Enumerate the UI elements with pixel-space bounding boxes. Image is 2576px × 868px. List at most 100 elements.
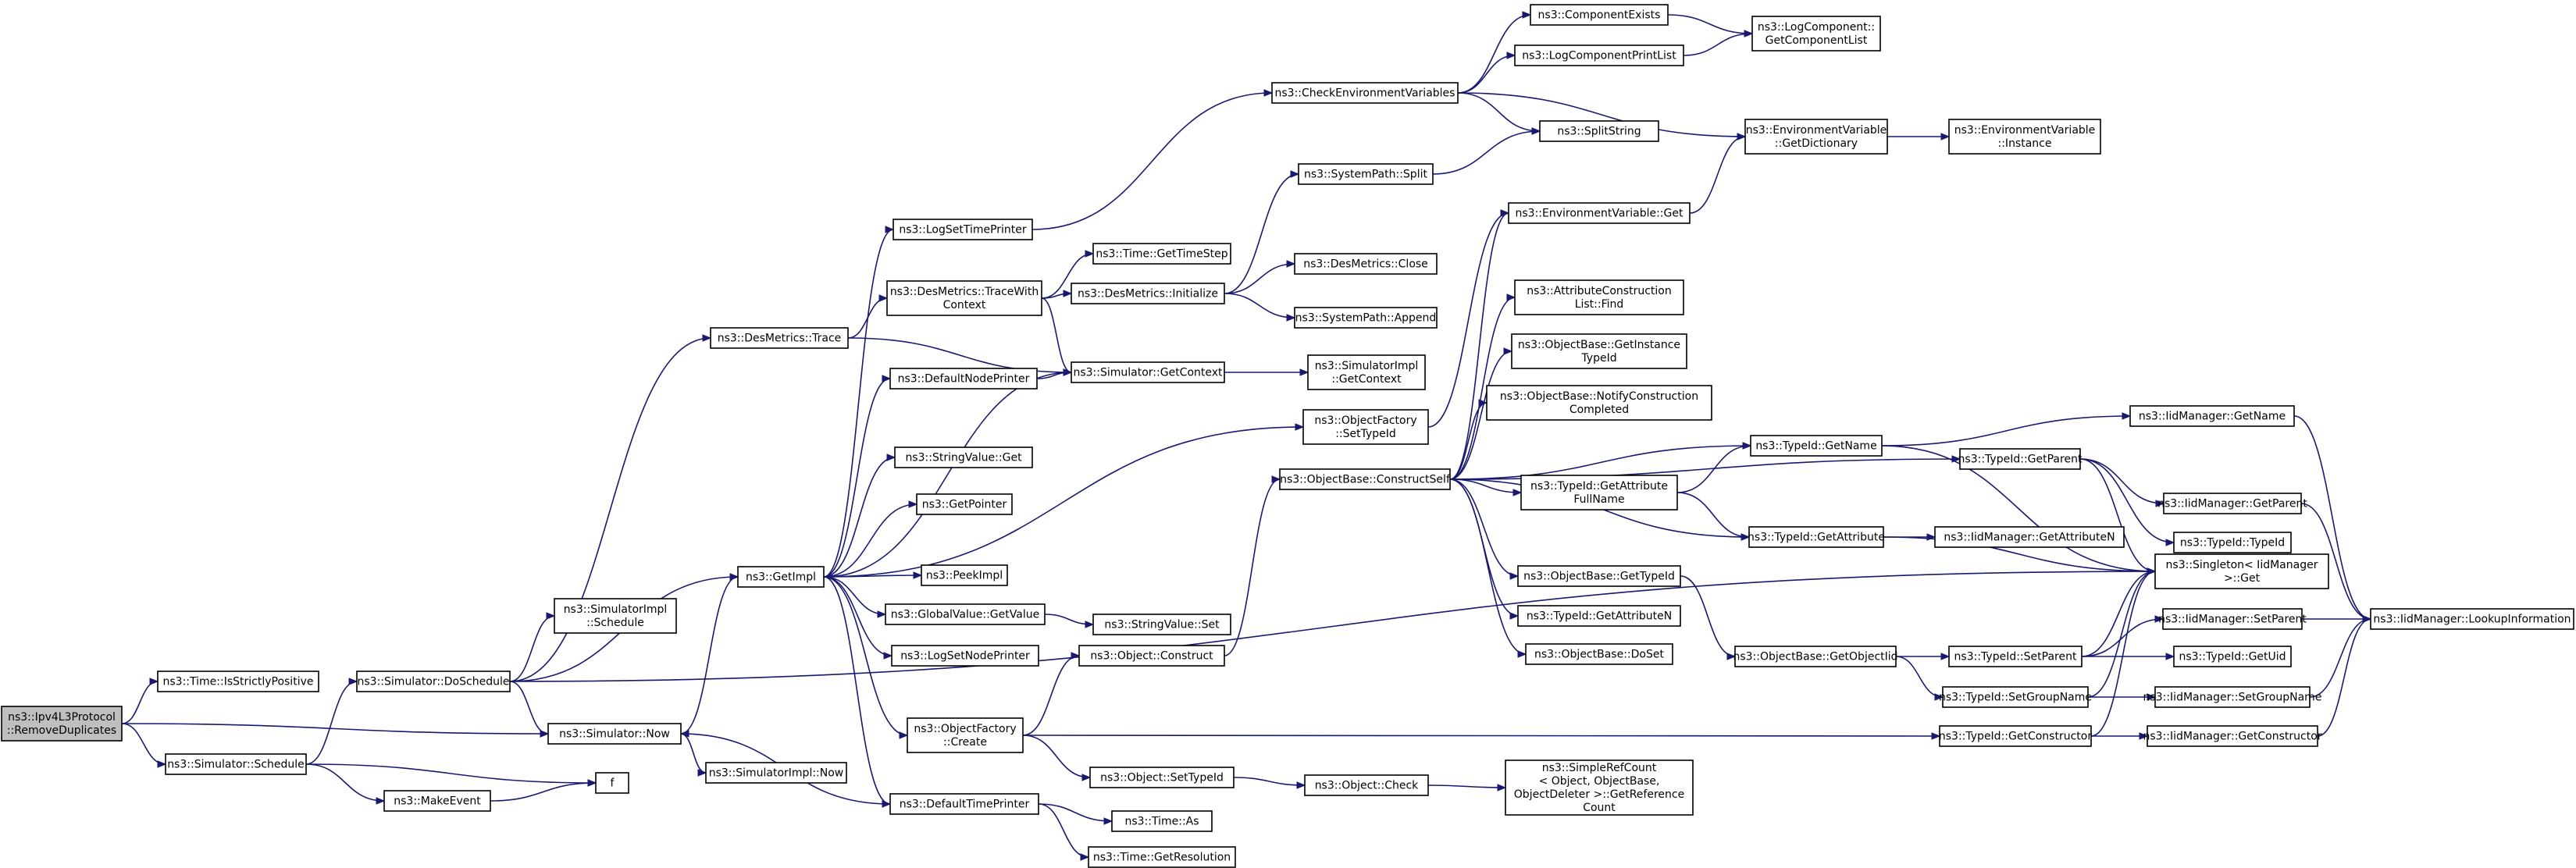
function-node[interactable]: ns3::TypeId::GetConstructor [1939,725,2092,747]
function-node[interactable]: ns3::TypeId::TypeId [2173,532,2292,553]
function-node-label: ::Schedule [586,617,644,629]
function-node[interactable]: ns3::IidManager::GetParent [2157,493,2307,514]
function-node[interactable]: ns3::GetPointer [916,493,1013,515]
function-node[interactable]: ns3::ObjectFactory::Create [907,717,1024,753]
function-node[interactable]: ns3::SystemPath::Split [1298,163,1434,185]
function-node[interactable]: ns3::LogComponent::GetComponentList [1751,16,1881,52]
function-node-label: Count [1583,802,1616,814]
function-node[interactable]: ns3::DefaultNodePrinter [889,368,1038,390]
function-node[interactable]: ns3::Simulator::Now [547,723,682,745]
function-node-label: ns3::GetPointer [922,499,1007,511]
call-edge [2087,693,2157,701]
function-node[interactable]: ns3::Object::SetTypeId [1089,767,1235,788]
function-node[interactable]: ns3::Object::Check [1304,774,1429,796]
function-node[interactable]: ns3::Object::Construct [1078,645,1225,667]
function-node[interactable]: ns3::Ipv4L3Protocol::RemoveDuplicates [1,706,123,742]
function-node[interactable]: ns3::SimpleRefCount< Object, ObjectBase,… [1505,760,1694,816]
function-node[interactable]: ns3::ObjectBase::ConstructSelf [1279,468,1451,490]
function-node[interactable]: ns3::LogComponentPrintList [1514,44,1684,66]
function-node[interactable]: ns3::SystemPath::Append [1294,307,1438,329]
function-node[interactable]: ns3::IidManager::SetParent [2158,608,2307,630]
function-node[interactable]: ns3::Time::GetResolution [1088,846,1236,868]
function-node[interactable]: ns3::DesMetrics::Trace [710,327,849,349]
call-edge [1038,803,1113,825]
function-node-label: ns3::TypeId::SetGroupName [1939,692,2092,704]
function-node[interactable]: ns3::MakeEvent [383,790,491,812]
function-node-label: ::GetContext [1331,373,1402,386]
function-node[interactable]: ns3::ObjectFactory::SetTypeId [1302,409,1429,445]
function-node[interactable]: ns3::EnvironmentVariable::Instance [1948,119,2101,155]
call-edge [2090,567,2157,737]
function-node[interactable]: ns3::Time::IsStrictlyPositive [157,671,319,692]
function-node[interactable]: ns3::SplitString [1539,120,1659,142]
function-node[interactable]: ns3::Simulator::GetContext [1071,361,1225,383]
call-edge [823,423,1305,578]
function-node[interactable]: ns3::SimulatorImpl::GetContext [1307,354,1426,390]
function-node[interactable]: ns3::Time::GetTimeStep [1092,243,1231,265]
function-node[interactable]: ns3::StringValue::Get [894,446,1033,468]
call-edge [1449,347,1513,480]
function-node[interactable]: ns3::TypeId::GetName [1750,435,1883,457]
function-node-label: ns3::TypeId::GetParent [1958,454,2083,466]
function-node[interactable]: ns3::LogSetNodePrinter [891,645,1039,667]
function-node[interactable]: ns3::TypeId::GetUid [2173,646,2292,667]
function-node[interactable]: ns3::Simulator::Schedule [165,753,307,775]
function-node[interactable]: ns3::IidManager::LookupInformation [2370,608,2574,630]
function-node[interactable]: ns3::EnvironmentVariable::GetDictionary [1744,119,1888,155]
function-node[interactable]: ns3::DefaultTimePrinter [889,793,1039,815]
function-node[interactable]: ns3::IidManager::GetAttributeN [1934,526,2125,548]
function-node[interactable]: ns3::ObjectBase::GetTypeId [1517,565,1681,587]
function-node[interactable]: ns3::TypeId::GetAttributeN [1517,605,1681,627]
call-edge [2302,615,2372,623]
function-node[interactable]: ns3::LogSetTimePrinter [893,219,1033,240]
function-node[interactable]: ns3::IidManager::SetGroupName [2143,686,2322,708]
call-edge [2087,567,2157,698]
function-node[interactable]: ns3::Singleton< IidManager >::Get [2154,553,2329,589]
function-node-label: ns3::IidManager::SetParent [2158,614,2307,626]
function-node[interactable]: ns3::EnvironmentVariable::Get [1508,202,1691,224]
function-node[interactable]: ns3::ComponentExists [1530,4,1669,26]
function-node-label: GetComponentList [1765,34,1868,47]
call-edge [680,733,707,777]
function-node[interactable]: ns3::DesMetrics::Close [1294,253,1438,275]
call-edge [1887,133,1951,141]
function-node[interactable]: ns3::Time::As [1111,810,1213,832]
call-edge [1457,11,1532,94]
function-node-label: ns3::TypeId::GetAttribute [1748,532,1885,544]
function-node[interactable]: ns3::Simulator::DoSchedule [356,671,511,692]
function-node-label: ns3::CheckEnvironmentVariables [1275,87,1455,100]
function-node[interactable]: ns3::ObjectBase::GetObjectIid [1733,646,1898,667]
function-node-label: ns3::SimulatorImpl [1315,360,1419,372]
call-edges [121,11,2372,861]
function-node[interactable]: ns3::GlobalValue::GetValue [885,603,1046,625]
function-node[interactable]: ns3::DesMetrics::Initialize [1071,283,1225,304]
function-node[interactable]: ns3::ObjectBase::DoSet [1525,643,1673,665]
function-node[interactable]: ns3::GetImpl [737,566,825,588]
function-node[interactable]: ns3::TypeId::GetParent [1958,448,2083,470]
function-node[interactable]: f [595,772,629,794]
function-node-label: ns3::DesMetrics::Close [1303,258,1428,271]
function-node[interactable]: ns3::StringValue::Set [1092,614,1231,635]
function-node-label: FullName [1573,493,1624,506]
call-edge [490,779,597,802]
function-node[interactable]: ns3::PeekImpl [921,564,1008,586]
call-edge [1022,732,1941,740]
function-node[interactable]: ns3::TypeId::SetParent [1948,646,2083,667]
function-node[interactable]: ns3::SimulatorImpl::Schedule [554,598,677,634]
call-edge [1676,492,1751,541]
function-node[interactable]: ns3::IidManager::GetName [2129,405,2295,427]
function-node-label: ns3::PeekImpl [926,570,1003,582]
function-node-label: ns3::ObjectBase::GetTypeId [1523,571,1675,583]
function-node[interactable]: ns3::TypeId::SetGroupName [1939,686,2092,708]
function-node[interactable]: ns3::CheckEnvironmentVariables [1271,82,1459,104]
function-node[interactable]: ns3::IidManager::GetConstructor [2143,725,2322,747]
function-node[interactable]: ns3::TypeId::GetAttribute [1748,526,1885,548]
call-edge [1449,209,1510,480]
function-node[interactable]: ns3::SimulatorImpl::Now [705,762,847,784]
function-node[interactable]: ns3::ObjectBase::NotifyConstructionCompl… [1486,385,1712,421]
